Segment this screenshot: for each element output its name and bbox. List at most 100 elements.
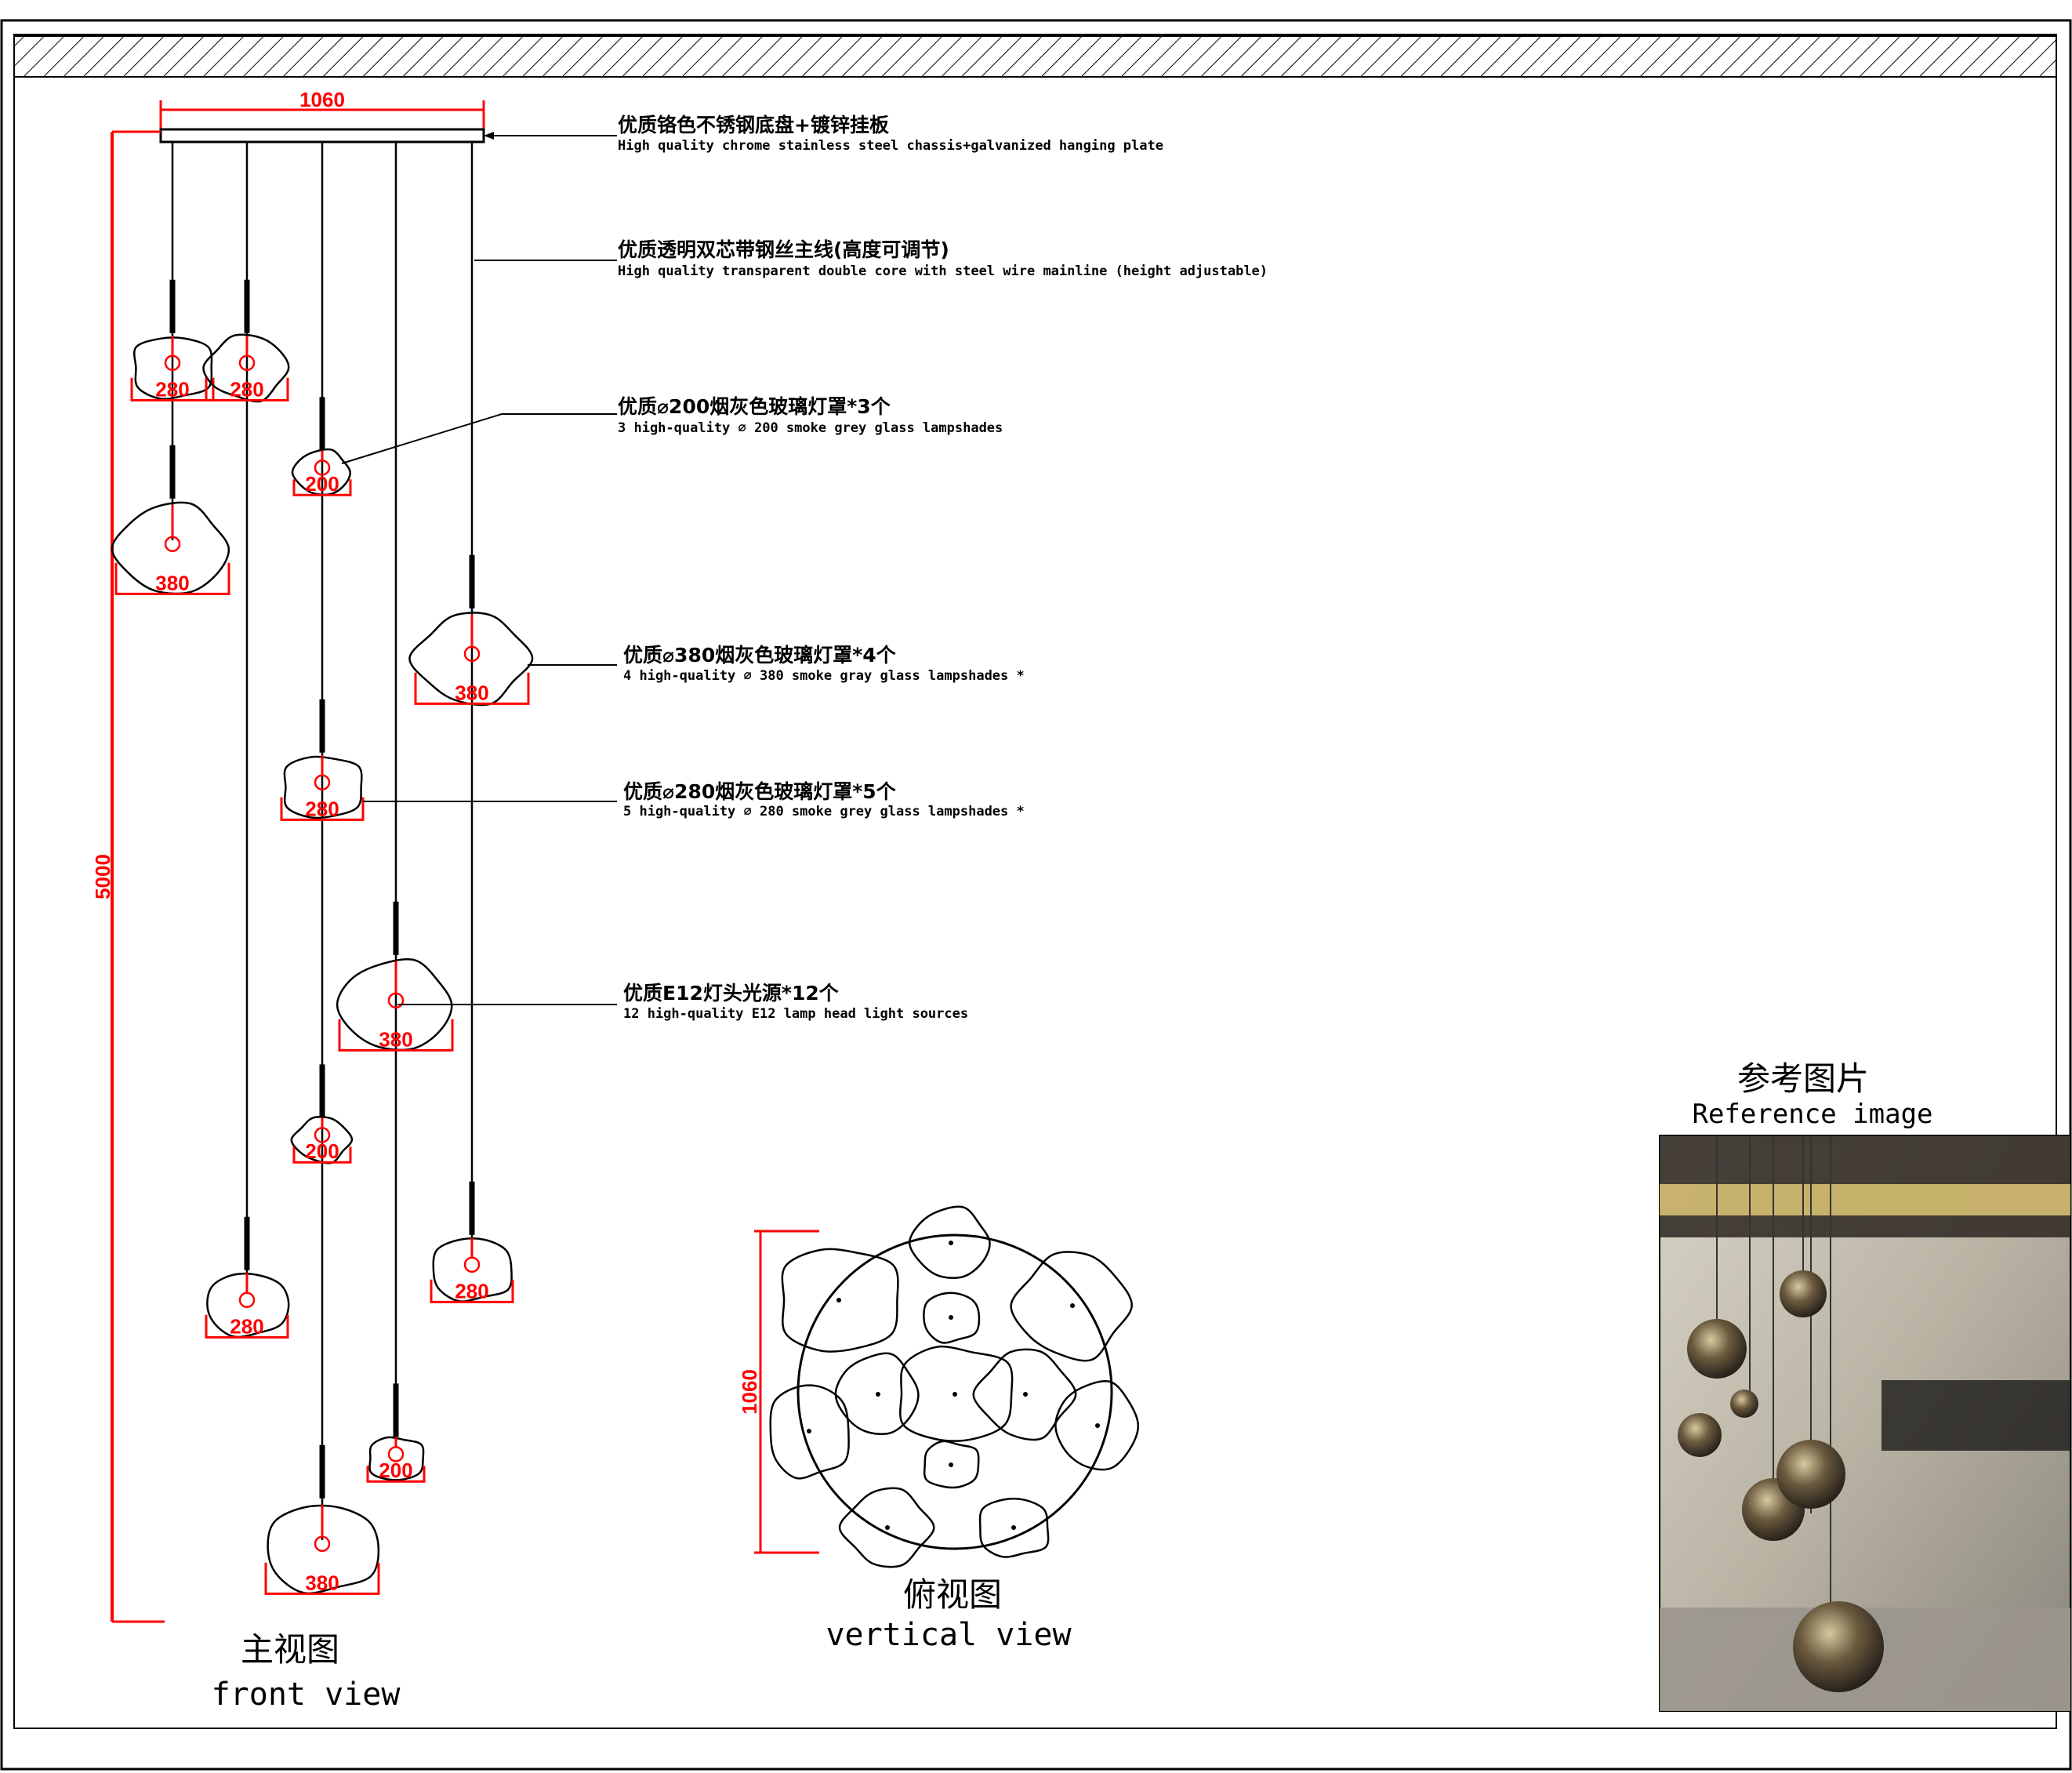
shade-diameter-label: 280 xyxy=(230,1314,263,1338)
inner-frame xyxy=(13,34,2057,1729)
shade-dimension-bracket xyxy=(130,377,215,401)
pendant-lamp: 380 xyxy=(111,445,230,595)
shade-diameter-label: 380 xyxy=(305,1571,339,1594)
bulb-icon xyxy=(164,354,181,372)
top-view-center-dot xyxy=(885,1525,890,1530)
shade-dimension-bracket xyxy=(292,1146,352,1164)
pendant-lamp: 200 xyxy=(366,1383,426,1483)
top-view-center-dot xyxy=(1095,1423,1100,1428)
shade-dimension-bracket xyxy=(264,1562,380,1595)
ceiling-hatch xyxy=(13,35,2057,78)
glass-shade xyxy=(267,1504,380,1595)
shade-diameter-label: 380 xyxy=(379,1027,412,1051)
shade-diameter-label: 200 xyxy=(379,1459,412,1482)
top-view-drawing: 1060 俯视图 vertical view xyxy=(738,1205,1140,1653)
top-view-shade-outline xyxy=(899,1345,1014,1442)
top-view-center-dot xyxy=(1023,1392,1028,1397)
canopy-plate xyxy=(159,128,485,144)
pendant-lamp: 200 xyxy=(290,1064,354,1164)
shade-dimension-bracket xyxy=(414,672,530,705)
bulb-icon xyxy=(314,774,331,791)
top-view-center-dot xyxy=(1011,1525,1016,1530)
width-dimension-label: 1060 xyxy=(299,88,345,111)
front-view-drawing: 1060 5000 380 280 280 280 200 280 200 380 380 200… xyxy=(91,88,534,1713)
top-view-shade-outline xyxy=(838,1487,935,1568)
top-view-center-dot xyxy=(836,1298,841,1303)
top-view-outline-circle xyxy=(797,1233,1113,1550)
shade-diameter-label: 280 xyxy=(230,377,263,401)
shade-diameter-label: 280 xyxy=(305,797,339,820)
top-view-center-dot xyxy=(949,1462,953,1467)
glass-shade xyxy=(336,957,453,1052)
shade-dimension-bracket xyxy=(338,1019,454,1052)
top-view-center-dot xyxy=(953,1392,957,1397)
top-view-shade-outline xyxy=(972,1348,1077,1441)
pendant-lamp: 380 xyxy=(336,901,454,1052)
shade-diameter-label: 280 xyxy=(455,1279,488,1303)
top-view-title-en: vertical view xyxy=(826,1617,1072,1653)
shade-dimension-bracket xyxy=(292,479,352,496)
reference-title-cn: 参考图片 xyxy=(1737,1059,1869,1098)
pendant-lamp: 280 xyxy=(202,279,290,403)
top-view-center-dot xyxy=(949,1241,953,1245)
callout-1-en: High quality chrome stainless steel chas… xyxy=(618,138,1163,154)
bulb-icon xyxy=(314,460,331,476)
leader-line-3 xyxy=(341,413,617,464)
top-view-shade-outline xyxy=(781,1248,899,1353)
top-view-title-cn: 俯视图 xyxy=(903,1575,1002,1614)
height-dimension-label: 5000 xyxy=(91,854,114,899)
pendant-lamp: 200 xyxy=(291,397,352,496)
pendant-lamp: 380 xyxy=(408,554,534,707)
shade-diameter-label: 380 xyxy=(155,571,189,594)
reference-image-panel: 参考图片 Reference image xyxy=(1659,1059,2071,1712)
bulb-icon xyxy=(238,1292,256,1309)
glass-shade xyxy=(132,336,213,400)
callout-1-cn: 优质铬色不锈钢底盘+镀锌挂板 xyxy=(618,114,889,136)
top-view-center-dot xyxy=(876,1392,880,1397)
shade-dimension-bracket xyxy=(205,1314,289,1339)
callout-5-cn: 优质⌀280烟灰色玻璃灯罩*5个 xyxy=(623,780,897,803)
pendant-lamp: 280 xyxy=(205,1216,290,1339)
callouts: 优质铬色不锈钢底盘+镀锌挂板 High quality chrome stain… xyxy=(341,114,1268,1022)
front-view-title-cn: 主视图 xyxy=(241,1630,339,1669)
callout-3-en: 3 high-quality ∅ 200 smoke grey glass la… xyxy=(618,420,1003,436)
reference-title-en: Reference image xyxy=(1692,1099,1932,1130)
top-view-shade-outline xyxy=(923,1440,980,1489)
callout-4-en: 4 high-quality ∅ 380 smoke gray glass la… xyxy=(623,668,1025,684)
callout-6-cn: 优质E12灯头光源*12个 xyxy=(623,982,840,1005)
bulb-icon xyxy=(463,1256,481,1273)
pendant-lamp: 380 xyxy=(264,1444,380,1595)
top-view-shade-outline xyxy=(1054,1379,1140,1471)
top-view-shade-outline xyxy=(978,1497,1050,1558)
glass-shade xyxy=(432,1237,513,1303)
pendant-lamp: 280 xyxy=(280,699,365,821)
bulb-icon xyxy=(314,1535,331,1553)
reference-photo xyxy=(1659,1135,2071,1712)
glass-shade xyxy=(283,755,363,819)
callout-3-cn: 优质⌀200烟灰色玻璃灯罩*3个 xyxy=(618,395,891,418)
shade-dimension-bracket xyxy=(366,1466,426,1483)
shade-diameter-label: 200 xyxy=(305,1139,339,1163)
bulb-icon xyxy=(387,1446,405,1462)
top-view-dimension-label: 1060 xyxy=(738,1369,761,1415)
glass-shade xyxy=(290,1116,354,1164)
top-view-shade-outline xyxy=(769,1384,850,1480)
callout-2-cn: 优质透明双芯带钢丝主线(高度可调节) xyxy=(618,238,949,261)
callout-4-cn: 优质⌀380烟灰色玻璃灯罩*4个 xyxy=(623,644,897,667)
bulb-icon xyxy=(387,992,405,1009)
callout-5-en: 5 high-quality ∅ 280 smoke grey glass la… xyxy=(623,804,1025,819)
bulb-icon xyxy=(463,645,481,663)
pendant-lamp: 280 xyxy=(430,1181,514,1303)
shade-dimension-bracket xyxy=(430,1279,514,1303)
glass-shade xyxy=(111,501,230,595)
outer-frame xyxy=(0,19,2072,1771)
top-view-shade-outline xyxy=(923,1292,981,1344)
shade-dimension-bracket xyxy=(205,377,289,401)
shade-diameter-label: 380 xyxy=(455,681,488,704)
shade-dimension-bracket xyxy=(114,562,230,595)
shade-dimension-bracket xyxy=(280,797,365,821)
bulb-icon xyxy=(238,354,256,372)
shade-diameter-label: 200 xyxy=(305,472,339,496)
glass-shade xyxy=(206,1272,290,1339)
